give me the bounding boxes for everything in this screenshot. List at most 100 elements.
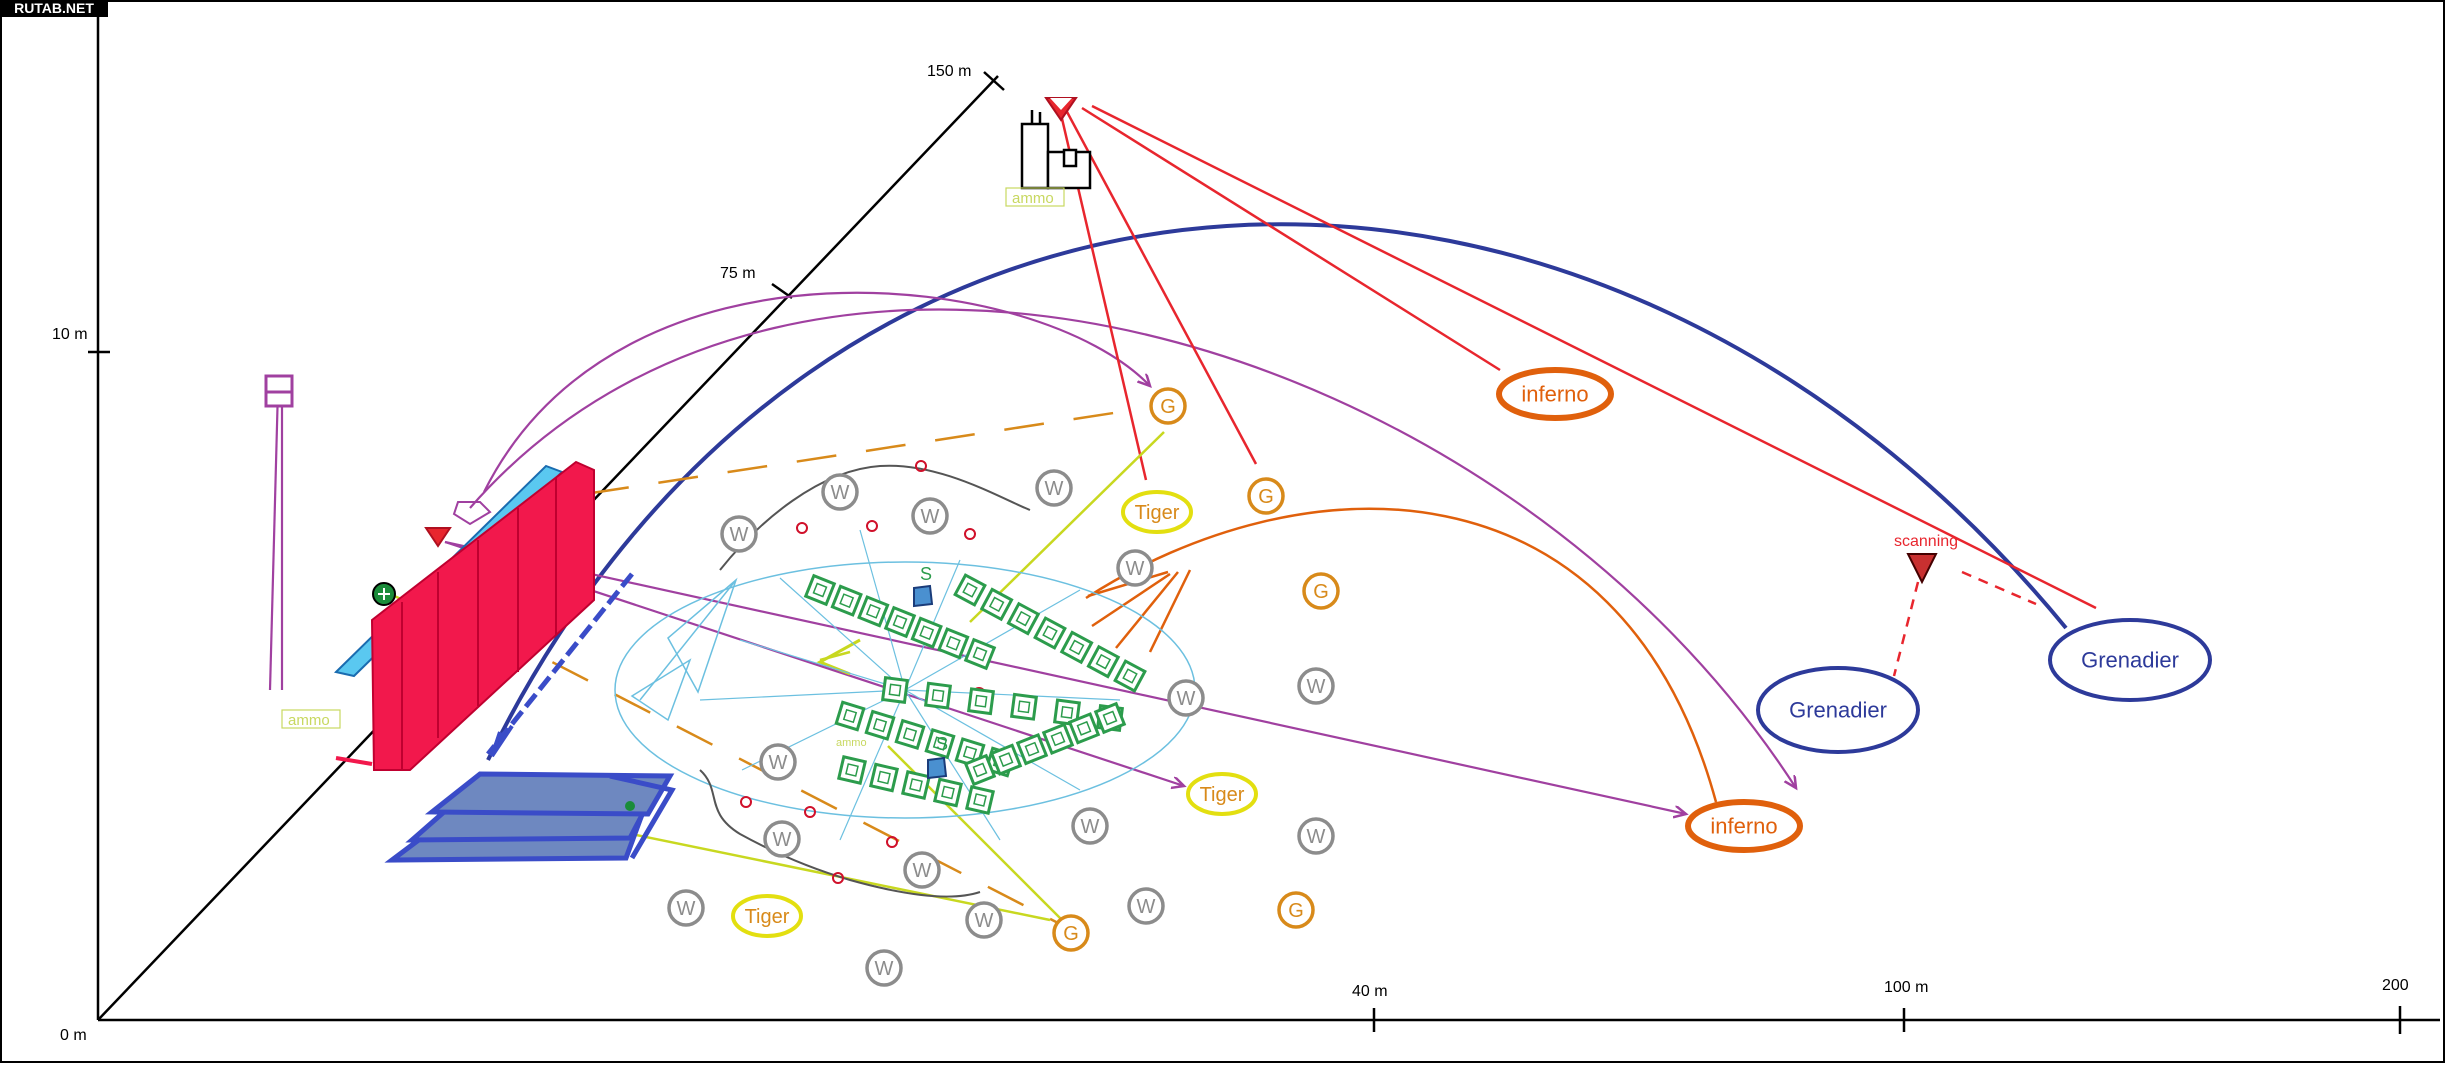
trench-square	[989, 743, 1023, 776]
trench-square	[883, 605, 917, 639]
x-tick-200: 200	[2382, 977, 2409, 994]
spotters	[372, 97, 1938, 606]
g-marker-2: G	[1247, 477, 1285, 515]
w-marker-10: W	[903, 851, 941, 889]
w-marker-16: W	[865, 949, 903, 987]
dashed-lines	[427, 410, 1121, 926]
w-marker-5-letter: W	[1126, 558, 1145, 580]
tiger-marker-1-label: Tiger	[1135, 502, 1180, 524]
wire-obstacles	[699, 464, 1031, 898]
grenadier-marker-right-label: Grenadier	[2081, 648, 2179, 673]
trench-square	[1033, 616, 1067, 650]
building-icon	[1020, 110, 1092, 190]
g-marker-5: G	[1277, 891, 1315, 929]
blue-web	[630, 577, 738, 722]
tiger-marker-2: Tiger	[1186, 772, 1258, 816]
spotter-wall-icon	[424, 527, 452, 548]
w-marker-12-letter: W	[1307, 826, 1326, 848]
g-marker-3-letter: G	[1313, 581, 1329, 603]
grenadier-trajectory	[486, 222, 2068, 761]
scanning-label: scanning	[1894, 533, 1958, 550]
g-marker-4: G	[1052, 914, 1090, 952]
trench-square	[836, 754, 868, 786]
ammo-label-post: ammo	[288, 712, 330, 729]
trench-square	[924, 727, 956, 760]
scanning-link	[1892, 570, 2037, 677]
trench-segments	[803, 573, 1147, 816]
s-label-top: S	[920, 564, 932, 584]
trench-square	[966, 687, 996, 716]
trench-square	[1015, 732, 1049, 766]
g-marker-2-letter: G	[1258, 486, 1274, 508]
depth-tick-75: 75 m	[720, 265, 756, 282]
purple-post	[264, 374, 294, 408]
w-marker-12: W	[1297, 817, 1335, 855]
trench-square	[964, 784, 996, 816]
inferno-marker-top: inferno	[1496, 367, 1614, 421]
w-marker-7: W	[1297, 667, 1335, 705]
trench-square	[834, 700, 866, 732]
trench-square	[1059, 630, 1094, 665]
tank-trench-line	[486, 572, 634, 756]
origin-label: 0 m	[60, 1027, 87, 1044]
ammo-label-building: ammo	[1012, 190, 1054, 207]
w-marker-8-letter: W	[769, 752, 788, 774]
trench-square	[1086, 644, 1121, 679]
inferno-marker-top-label: inferno	[1521, 382, 1588, 407]
w-marker-9: W	[763, 820, 801, 858]
g-marker-1-letter: G	[1160, 396, 1176, 418]
trench-square	[963, 637, 997, 671]
trench-square	[1067, 712, 1101, 745]
axes	[88, 6, 2440, 1034]
trench-square	[868, 762, 900, 793]
w-marker-8: W	[759, 743, 797, 781]
g-marker-4-letter: G	[1063, 923, 1079, 945]
w-marker-5: W	[1116, 549, 1154, 587]
x-tick-100: 100 m	[1884, 979, 1928, 996]
trench-square	[932, 777, 964, 808]
y-tick-label: 10 m	[52, 326, 88, 343]
tiger-marker-3: Tiger	[731, 894, 803, 938]
purple-crown-icon	[452, 501, 492, 526]
trench-square	[803, 573, 837, 607]
x-tick-40: 40 m	[1352, 983, 1388, 1000]
w-marker-6: W	[1167, 679, 1205, 717]
w-marker-1: W	[821, 473, 859, 511]
w-marker-13: W	[667, 889, 705, 927]
trench-square	[910, 616, 943, 649]
trench-square	[963, 753, 997, 787]
g-marker-5-letter: G	[1288, 900, 1304, 922]
blue-arrowhead	[490, 724, 514, 758]
w-marker-1-letter: W	[831, 482, 850, 504]
grenadier-marker-left: Grenadier	[1756, 666, 1920, 754]
bunkers: S S	[913, 564, 948, 780]
trench-square	[953, 573, 987, 607]
ammo-label-trench: ammo	[836, 737, 867, 749]
trench-square	[830, 584, 863, 617]
w-marker-11: W	[1071, 807, 1109, 845]
w-marker-4-letter: W	[730, 524, 749, 546]
w-marker-3: W	[1035, 469, 1073, 507]
tiger-marker-3-label: Tiger	[745, 906, 790, 928]
tiger-marker-2-label: Tiger	[1200, 784, 1245, 806]
grenadier-marker-left-label: Grenadier	[1789, 698, 1887, 723]
inferno-trajectories	[1085, 507, 1718, 803]
w-marker-2: W	[911, 497, 949, 535]
scanner-icon	[1906, 553, 1938, 585]
w-marker-7-letter: W	[1307, 676, 1326, 698]
trench-square	[937, 627, 970, 660]
w-marker-10-letter: W	[913, 860, 932, 882]
trench-square	[1006, 601, 1041, 636]
w-marker-6-letter: W	[1177, 688, 1196, 710]
w-marker-16-letter: W	[875, 958, 894, 980]
g-marker-3: G	[1302, 572, 1340, 610]
trench-square	[864, 709, 896, 741]
trench-square	[1009, 692, 1039, 721]
w-marker-13-letter: W	[677, 898, 696, 920]
inferno-marker-bottom-label: inferno	[1710, 814, 1777, 839]
tank-hull-3	[424, 771, 675, 817]
mines	[740, 460, 986, 884]
w-marker-15: W	[1127, 887, 1165, 925]
